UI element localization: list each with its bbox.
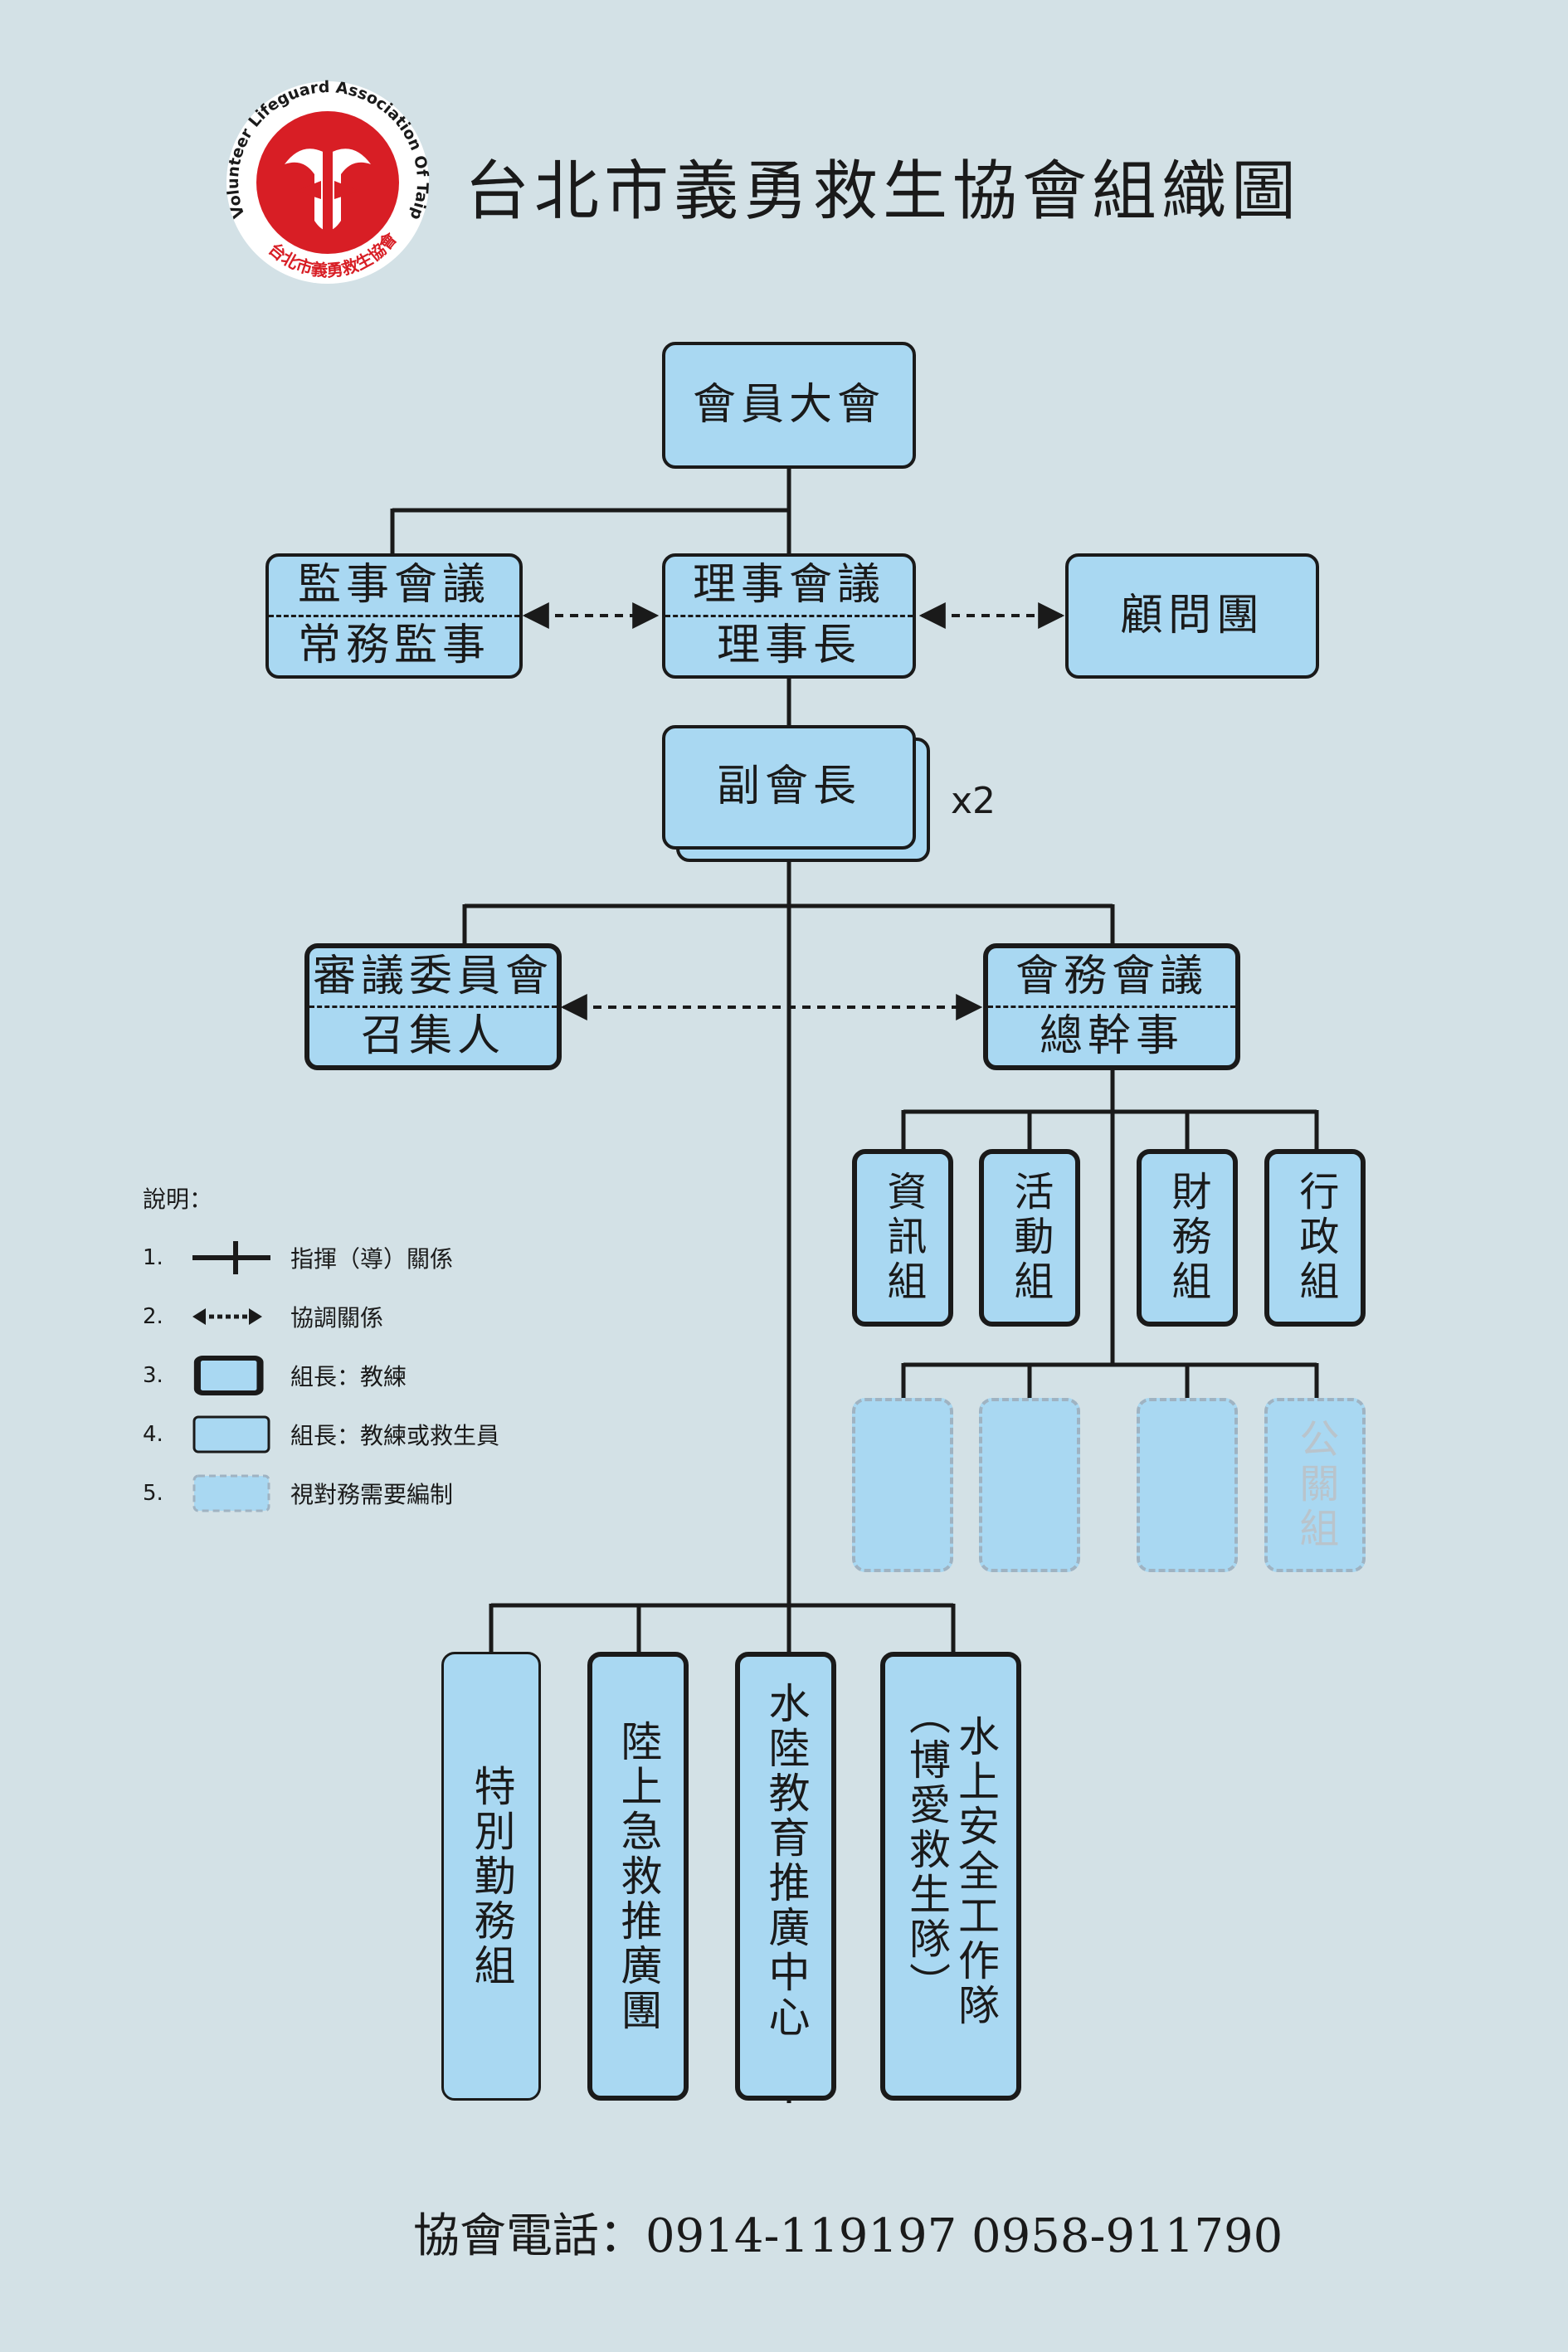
vice-president-count: x2 [951, 780, 996, 822]
node-bottom-label-wrap: 常務監事 [269, 617, 519, 675]
node-bottom-label-wrap: 總幹事 [988, 1008, 1235, 1065]
node-label: 理事會議 [692, 560, 885, 611]
legend-label: 指揮（導）關係 [290, 1245, 454, 1273]
node-vice-president: 副會長 [662, 725, 916, 850]
unit-label: 陸上急救推廣團 [614, 1719, 663, 2033]
node-bottom-label-wrap: 召集人 [309, 1008, 557, 1065]
node-directors: 理事會議 理事長 [662, 553, 916, 679]
unit-water-land-education: 水陸教育推廣中心 [735, 1652, 836, 2101]
group-finance: 財務組 [1137, 1149, 1238, 1327]
unit-sublabel: （博愛救生隊） [903, 1693, 951, 2007]
node-supervisors: 監事會議 常務監事 [265, 553, 523, 679]
legend-item-thick-box: 3. 組長：教練 [143, 1351, 407, 1400]
node-label: 會務會議 [1015, 951, 1208, 1001]
node-label: 審議委員會 [312, 951, 553, 1001]
node-affairs-meeting: 會務會議 總幹事 [983, 943, 1240, 1070]
optional-group-2 [979, 1398, 1080, 1572]
unit-water-safety: 水上安全工作隊 （博愛救生隊） [880, 1652, 1021, 2101]
node-advisors: 顧問團 [1065, 553, 1319, 679]
footer-phone: 協會電話：0914-119197 0958-911790 [413, 2209, 1283, 2263]
group-label: 資訊組 [879, 1171, 927, 1305]
thin-box-icon [192, 1415, 270, 1454]
node-label: 常務監事 [297, 621, 490, 671]
legend-num: 2. [143, 1304, 163, 1329]
node-label: 會員大會 [692, 379, 885, 430]
legend-label: 組長：教練或救生員 [290, 1422, 500, 1449]
unit-special-duty: 特別勤務組 [441, 1652, 541, 2101]
legend-label: 組長：教練 [290, 1363, 407, 1390]
group-label: 活動組 [1006, 1171, 1054, 1305]
unit-label: 水陸教育推廣中心 [762, 1682, 811, 2040]
node-general-assembly: 會員大會 [662, 342, 916, 469]
node-top-label-wrap: 審議委員會 [309, 948, 557, 1008]
group-admin: 行政組 [1264, 1149, 1366, 1327]
dashed-box-icon [192, 1474, 270, 1512]
association-logo: Volunteer Lifeguard Association Of Taipe… [220, 75, 431, 284]
node-top-label-wrap: 監事會議 [269, 557, 519, 617]
legend-label: 協調關係 [290, 1304, 384, 1332]
thick-box-icon [193, 1356, 264, 1395]
legend-num: 5. [143, 1481, 163, 1506]
coordination-arrow-icon [192, 1308, 262, 1325]
node-label: 顧問團 [1119, 590, 1264, 640]
node-label: 理事長 [716, 621, 861, 671]
legend-item-coordination: 2. 協調關係 [143, 1292, 383, 1342]
legend-title: 說明： [143, 1186, 213, 1213]
legend-item-command: 1. 指揮（導）關係 [143, 1233, 453, 1283]
legend-num: 3. [143, 1363, 163, 1388]
unit-label: 水上安全工作隊 [952, 1715, 1000, 2028]
group-info: 資訊組 [852, 1149, 953, 1327]
group-label: 財務組 [1164, 1171, 1211, 1305]
node-label: 監事會議 [297, 560, 490, 611]
optional-group-pr: 公關組 [1264, 1398, 1366, 1572]
optional-group-label: 公關組 [1292, 1418, 1339, 1552]
optional-group-1 [852, 1398, 953, 1572]
node-top-label-wrap: 理事會議 [665, 557, 913, 617]
optional-group-3 [1137, 1398, 1238, 1572]
page-title: 台北市義勇救生協會組織圖 [465, 154, 1302, 229]
node-top-label-wrap: 會務會議 [988, 948, 1235, 1008]
node-review-committee: 審議委員會 召集人 [304, 943, 562, 1070]
command-line-icon [192, 1241, 270, 1274]
node-label: 召集人 [360, 1010, 505, 1061]
legend-label: 視對務需要編制 [290, 1481, 454, 1508]
legend-item-dashed-box: 5. 視對務需要編制 [143, 1468, 453, 1518]
group-activity: 活動組 [979, 1149, 1080, 1327]
node-label: 總幹事 [1039, 1010, 1184, 1061]
legend-item-thin-box: 4. 組長：教練或救生員 [143, 1410, 499, 1459]
legend-num: 1. [143, 1245, 163, 1270]
unit-label: 特別勤務組 [467, 1764, 516, 1989]
group-label: 行政組 [1292, 1171, 1339, 1305]
legend-num: 4. [143, 1422, 163, 1447]
node-bottom-label-wrap: 理事長 [665, 617, 913, 675]
node-label: 副會長 [716, 762, 861, 812]
unit-land-first-aid: 陸上急救推廣團 [587, 1652, 689, 2101]
